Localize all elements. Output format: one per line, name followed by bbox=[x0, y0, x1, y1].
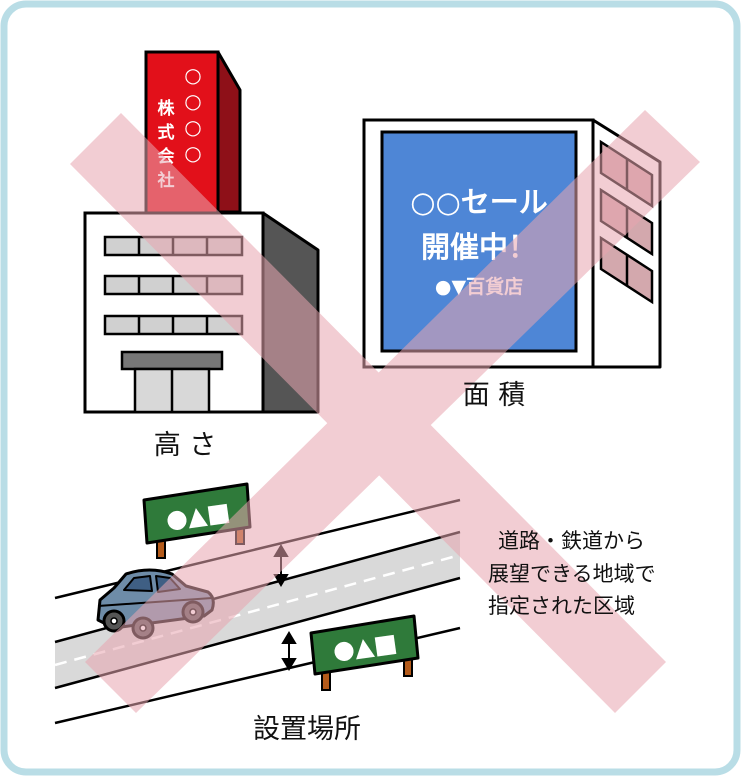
label-area: 面 積 bbox=[463, 380, 526, 411]
label-location: 設置場所 bbox=[253, 714, 361, 745]
cross-mark-icon bbox=[70, 110, 700, 713]
sign-circle: ○ bbox=[184, 141, 201, 165]
note-line-3: 指定された区域 bbox=[488, 594, 635, 618]
billboard-line1: ○○セール bbox=[410, 185, 548, 219]
sign-circle: ○ bbox=[184, 115, 201, 139]
sign-char: 式 bbox=[158, 122, 175, 143]
sign-char: 株 bbox=[158, 98, 176, 119]
label-height: 高 さ bbox=[154, 430, 217, 461]
sign-circle: ○ bbox=[184, 89, 201, 113]
sign-circle: ○ bbox=[184, 63, 201, 87]
note-line-1: 道路・鉄道から bbox=[498, 529, 645, 553]
signboard-icon: ●▲■ bbox=[309, 614, 420, 691]
note-line-2: 展望できる地域で bbox=[488, 562, 656, 586]
